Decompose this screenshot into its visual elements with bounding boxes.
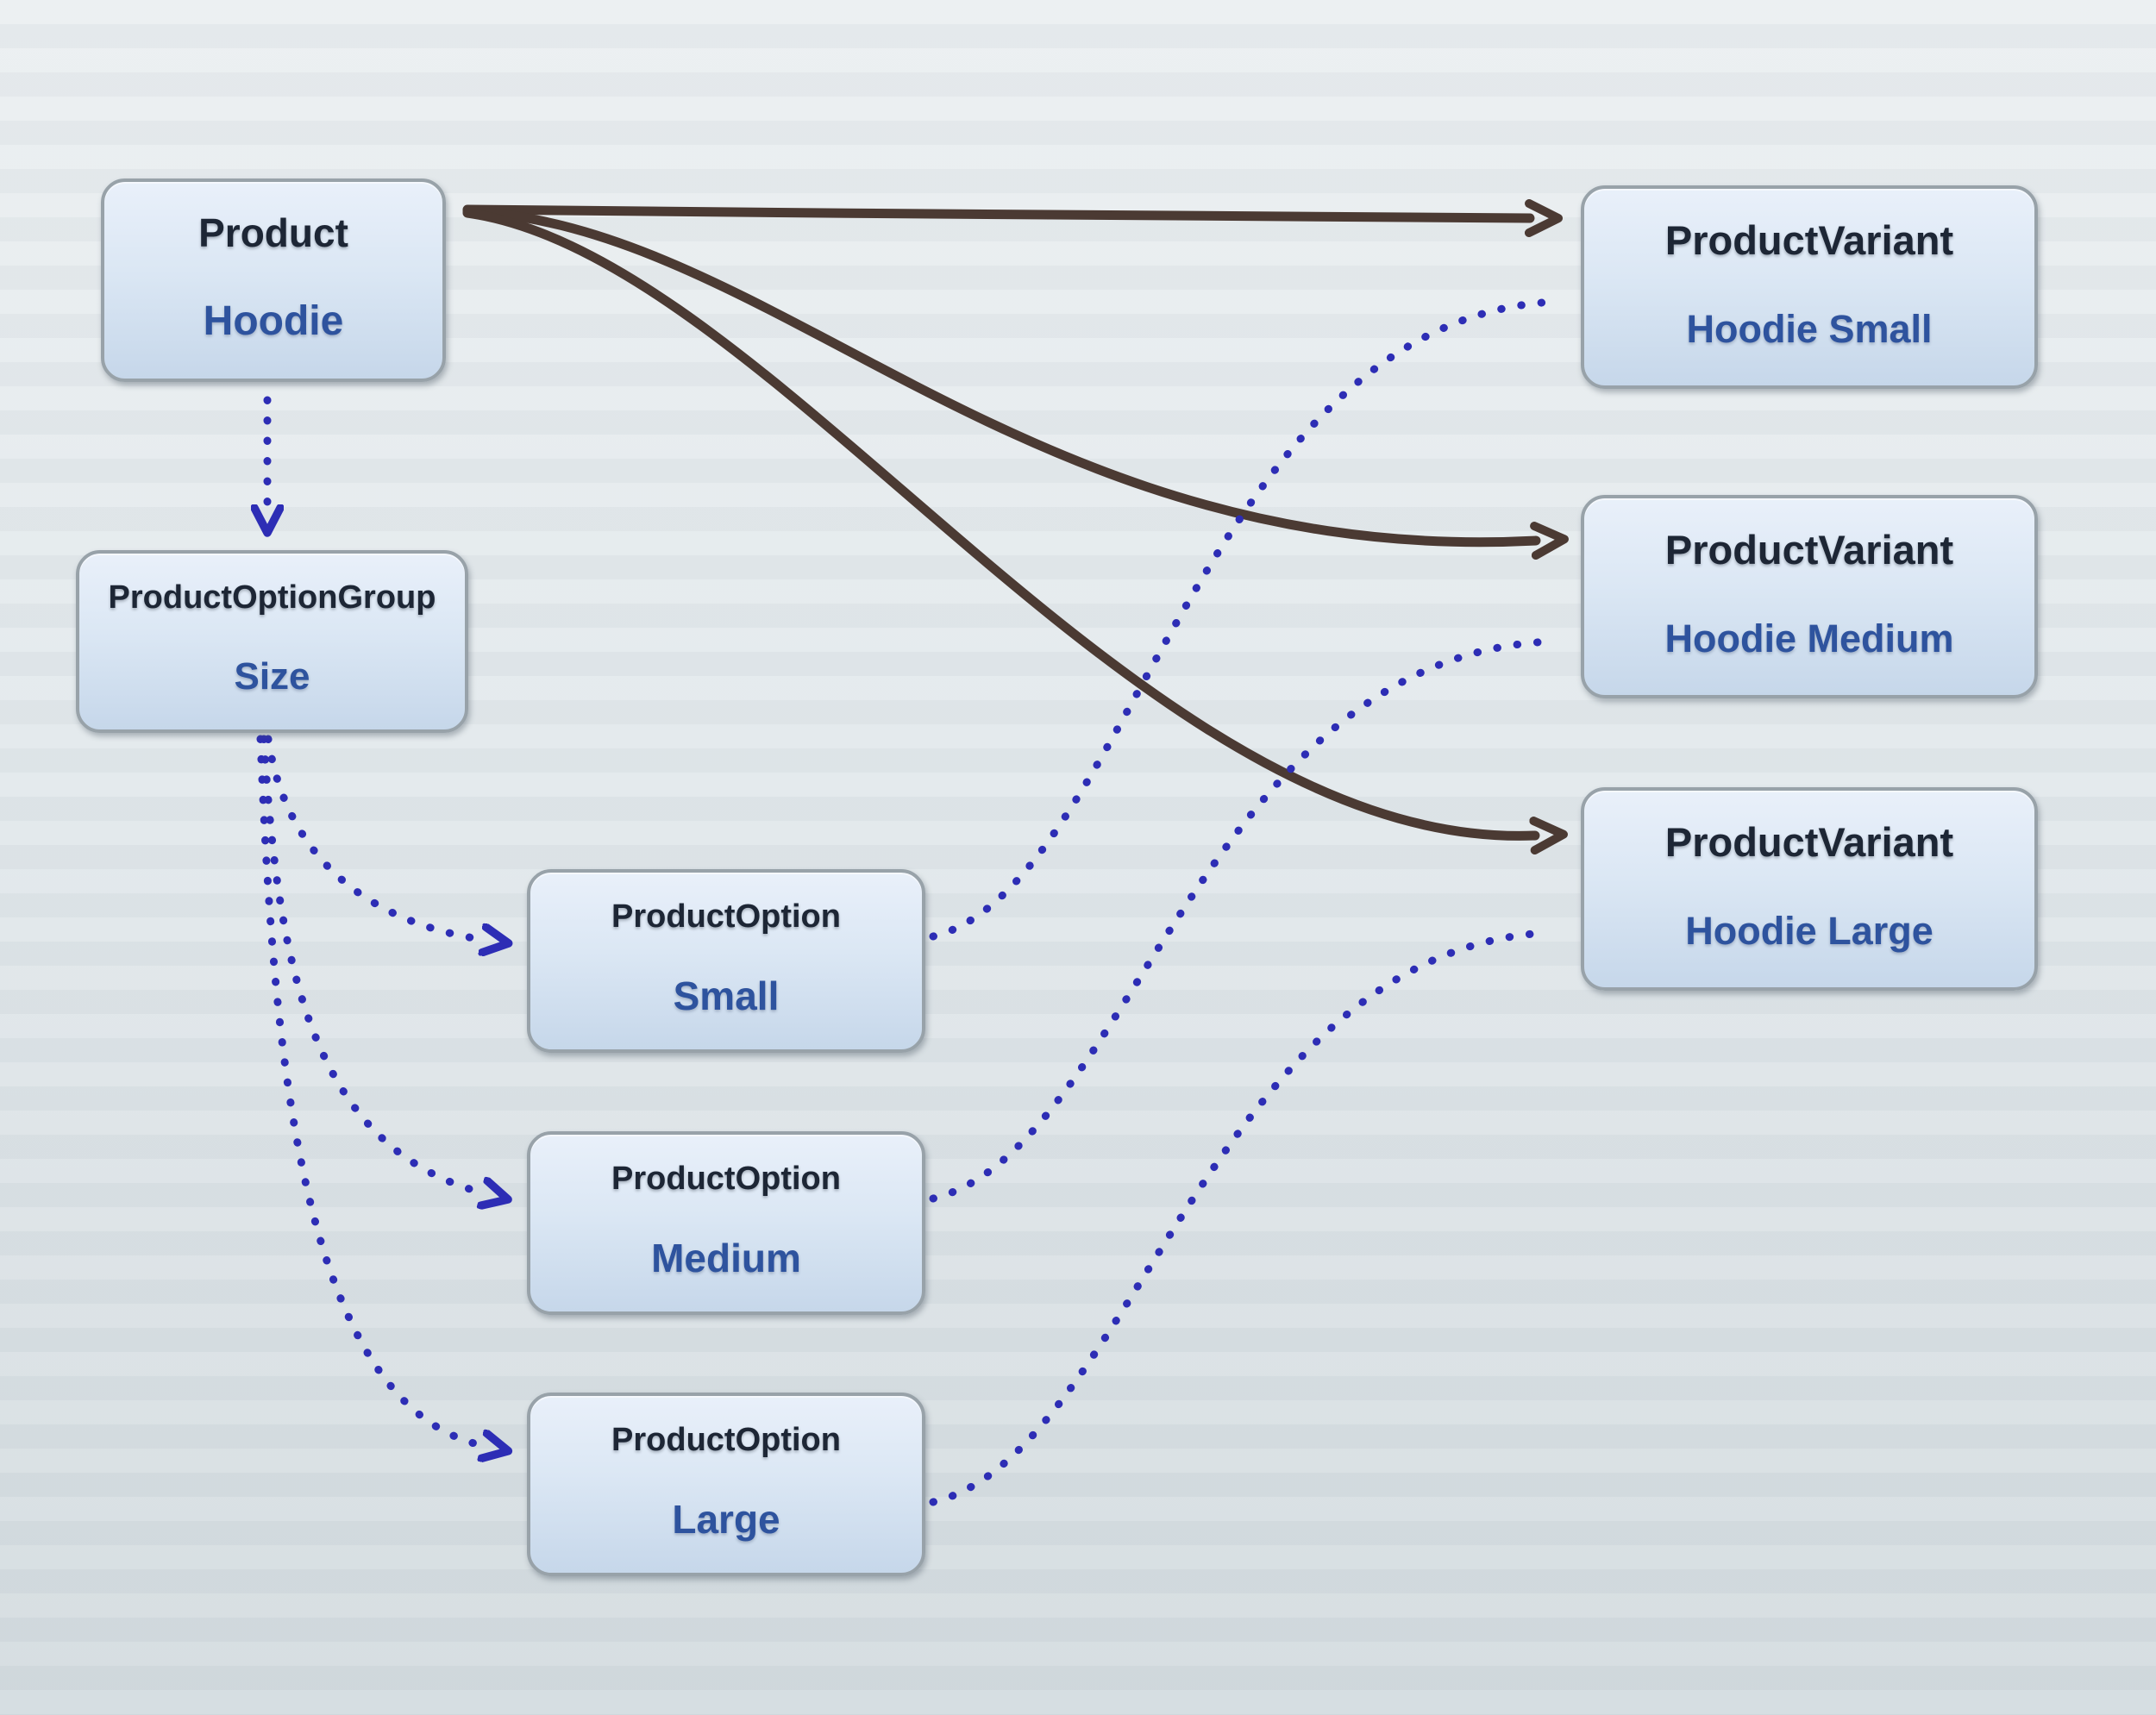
node-label: Large	[672, 1496, 780, 1542]
node-label: Hoodie Medium	[1664, 617, 1954, 661]
node-label: Size	[234, 654, 310, 698]
node-product-option-small: ProductOption Small	[527, 869, 925, 1053]
node-label: Medium	[651, 1235, 801, 1280]
node-product-option-medium: ProductOption Medium	[527, 1131, 925, 1315]
edge-product-to-variant-large	[462, 208, 1568, 855]
edge-option-group-to-option-large	[256, 735, 485, 1446]
node-label: Hoodie Small	[1686, 307, 1933, 352]
node-entity: ProductOption	[611, 898, 841, 935]
node-product: Product Hoodie	[101, 178, 446, 382]
node-entity: ProductOption	[611, 1160, 841, 1197]
edge-option-group-to-option-medium	[260, 735, 485, 1193]
node-product-variant-small: ProductVariant Hoodie Small	[1581, 185, 2038, 389]
node-entity: ProductOptionGroup	[108, 579, 436, 616]
node-entity: ProductOption	[611, 1421, 841, 1458]
node-product-option-group: ProductOptionGroup Size	[76, 550, 468, 733]
node-product-option-large: ProductOption Large	[527, 1393, 925, 1576]
node-product-variant-large: ProductVariant Hoodie Large	[1581, 787, 2038, 991]
node-label: Small	[673, 973, 780, 1018]
node-entity: ProductVariant	[1664, 819, 1954, 866]
edge-product-to-variant-small	[462, 198, 1563, 237]
edge-product-to-variant-medium	[462, 206, 1569, 560]
node-entity: ProductVariant	[1664, 527, 1954, 573]
edge-option-large-to-variant-large	[929, 929, 1548, 1506]
node-entity: Product	[198, 210, 348, 255]
edge-option-group-to-option-small	[264, 735, 485, 940]
edge-option-small-to-variant-small	[929, 297, 1558, 941]
node-label: Hoodie Large	[1685, 909, 1934, 954]
edge-option-medium-to-variant-medium	[929, 637, 1555, 1203]
node-label: Hoodie	[203, 297, 344, 344]
node-entity: ProductVariant	[1664, 217, 1954, 264]
node-product-variant-medium: ProductVariant Hoodie Medium	[1581, 495, 2038, 698]
